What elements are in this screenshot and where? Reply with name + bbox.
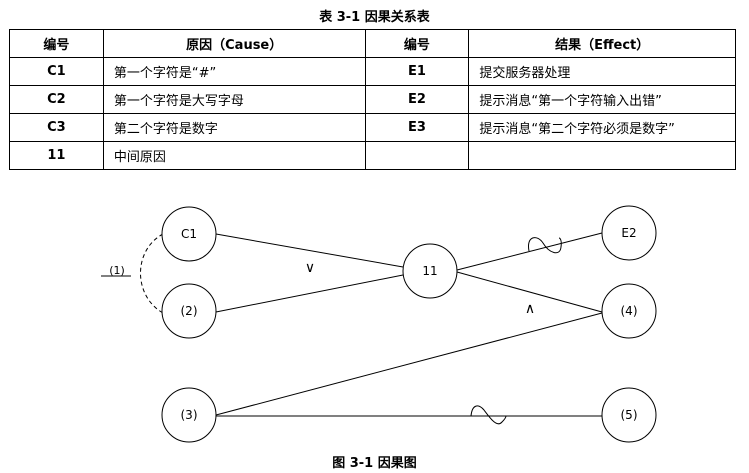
node-circle bbox=[601, 205, 657, 261]
node-circle bbox=[601, 283, 657, 339]
effect-cell bbox=[468, 141, 736, 170]
or-operator-label: ∨ bbox=[305, 260, 315, 276]
node-2: (2) bbox=[161, 283, 217, 339]
and-operator-label: ∧ bbox=[525, 301, 535, 317]
node-circle bbox=[161, 206, 217, 262]
cause-cell: 第一个字符是大写字母 bbox=[102, 85, 366, 114]
header-cause: 原因（Cause） bbox=[102, 29, 366, 58]
effect-id-cell: E1 bbox=[364, 57, 470, 86]
table-caption: 表 3-1 因果关系表 bbox=[319, 10, 430, 25]
table-row: 11 中间原因 bbox=[9, 141, 736, 170]
header-effect: 结果（Effect） bbox=[468, 29, 736, 58]
node-5: (5) bbox=[601, 387, 657, 443]
node-11: 11 bbox=[402, 243, 458, 299]
node-circle bbox=[402, 243, 458, 299]
figure-caption: 图 3-1 因果图 bbox=[332, 456, 417, 471]
node-e2: E2 bbox=[601, 205, 657, 261]
table-header-row: 编号 原因（Cause） 编号 结果（Effect） bbox=[9, 29, 736, 58]
cause-cell: 第二个字符是数字 bbox=[102, 113, 366, 142]
node-circle bbox=[601, 387, 657, 443]
constraint-dashed-arc bbox=[140, 233, 164, 314]
node-label: (5) bbox=[621, 408, 638, 422]
node-label: (4) bbox=[621, 304, 638, 318]
not-marker-11-e2 bbox=[527, 237, 562, 254]
node-4: (4) bbox=[601, 283, 657, 339]
cause-id-cell: 11 bbox=[9, 141, 104, 170]
constraint-label: (1) bbox=[109, 264, 125, 277]
effect-cell: 提示消息“第一个字符输入出错” bbox=[468, 85, 736, 114]
edge-c1-11 bbox=[215, 233, 404, 268]
edge-11-e2 bbox=[456, 232, 603, 271]
node-label: (3) bbox=[181, 408, 198, 422]
node-label: E2 bbox=[621, 226, 636, 240]
effect-id-cell bbox=[364, 141, 470, 170]
node-label: (2) bbox=[181, 304, 198, 318]
node-label: 11 bbox=[422, 264, 437, 278]
table-row: C1 第一个字符是“#” E1 提交服务器处理 bbox=[9, 57, 736, 86]
node-circle bbox=[161, 283, 217, 339]
header-effect-id: 编号 bbox=[364, 29, 470, 58]
cause-effect-table: 编号 原因（Cause） 编号 结果（Effect） C1 第一个字符是“#” … bbox=[9, 29, 736, 170]
node-label: C1 bbox=[181, 227, 197, 241]
header-cause-id: 编号 bbox=[9, 29, 104, 58]
node-circle bbox=[161, 387, 217, 443]
node-c1: C1 bbox=[161, 206, 217, 262]
not-marker-3-5 bbox=[470, 405, 507, 425]
effect-cell: 提示消息“第二个字符必须是数字” bbox=[468, 113, 736, 142]
edge-11-4 bbox=[456, 271, 603, 313]
edge-3-4 bbox=[215, 312, 603, 416]
cause-cell: 中间原因 bbox=[102, 141, 366, 170]
effect-id-cell: E2 bbox=[364, 85, 470, 114]
effect-cell: 提交服务器处理 bbox=[468, 57, 736, 86]
node-3: (3) bbox=[161, 387, 217, 443]
edge-2-11 bbox=[215, 274, 404, 313]
